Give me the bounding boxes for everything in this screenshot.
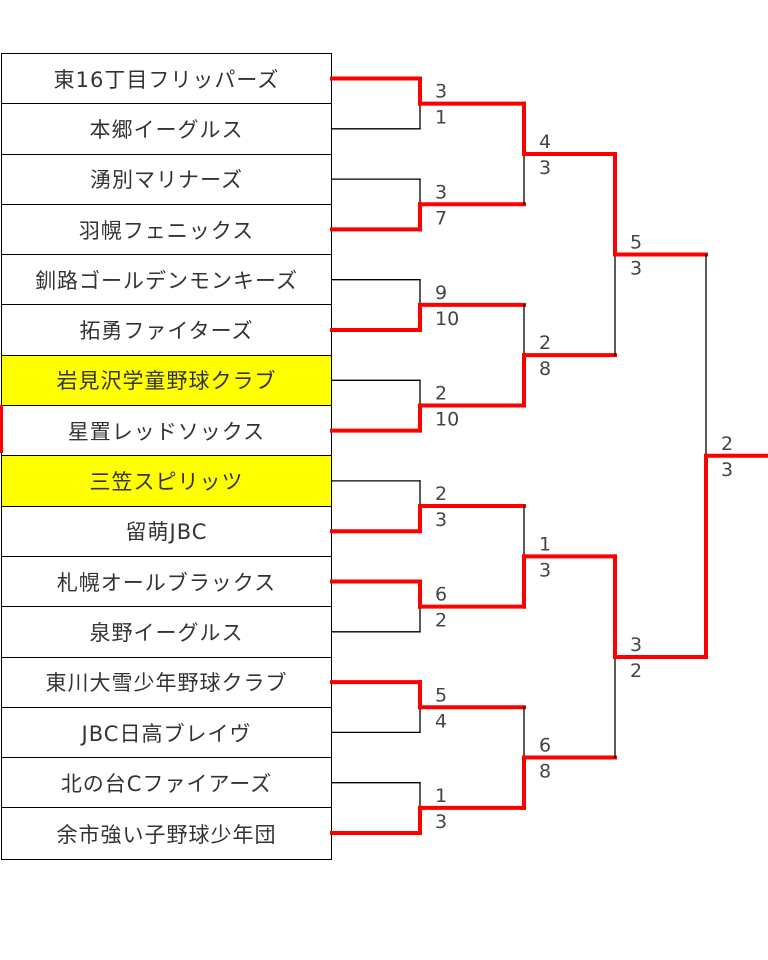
score-label: 2 [721, 433, 733, 455]
score-label: 1 [435, 785, 447, 807]
score-label: 3 [539, 559, 551, 581]
team-row: 札幌オールブラックス [2, 557, 331, 608]
score-label: 1 [539, 533, 551, 555]
team-row: 泉野イーグルス [2, 607, 331, 658]
score-label: 9 [435, 282, 447, 304]
team-row: 本郷イーグルス [2, 104, 331, 155]
score-label: 3 [435, 181, 447, 203]
team-row: 釧路ゴールデンモンキーズ [2, 255, 331, 306]
team-row: JBC日高ブレイヴ [2, 708, 331, 759]
score-label: 10 [435, 408, 459, 430]
score-label: 5 [630, 232, 642, 254]
score-label: 2 [435, 483, 447, 505]
team-row: 三笠スピリッツ [2, 456, 331, 507]
team-row: 羽幌フェニックス [2, 205, 331, 256]
team-row: 北の台Cファイアーズ [2, 758, 331, 809]
score-label: 3 [539, 157, 551, 179]
score-label: 4 [435, 710, 447, 732]
team-row: 星置レッドソックス [2, 406, 331, 457]
score-label: 6 [435, 584, 447, 606]
score-label: 3 [721, 459, 733, 481]
score-label: 7 [435, 207, 447, 229]
score-label: 1 [435, 107, 447, 129]
score-label: 8 [539, 358, 551, 380]
score-label: 3 [630, 634, 642, 656]
score-label: 2 [539, 332, 551, 354]
score-label: 3 [435, 509, 447, 531]
team-row: 留萌JBC [2, 507, 331, 557]
team-list: 東16丁目フリッパーズ本郷イーグルス湧別マリナーズ羽幌フェニックス釧路ゴールデン… [1, 53, 332, 860]
score-label: 3 [630, 258, 642, 280]
team-row: 余市強い子野球少年団 [56, 822, 277, 847]
score-label: 4 [539, 131, 551, 153]
team-row: 東川大雪少年野球クラブ [2, 658, 331, 708]
team-row: 岩見沢学童野球クラブ [2, 355, 331, 407]
score-label: 2 [435, 610, 447, 632]
team-row: 東16丁目フリッパーズ [2, 54, 331, 105]
score-label: 10 [435, 308, 459, 330]
edge-marker [0, 405, 3, 453]
team-row: 拓勇ファイターズ [2, 305, 331, 356]
score-label: 2 [435, 382, 447, 404]
team-row: 湧別マリナーズ [2, 155, 331, 205]
score-label: 3 [435, 811, 447, 833]
score-label: 5 [435, 684, 447, 706]
score-label: 8 [539, 761, 551, 783]
score-label: 2 [630, 660, 642, 682]
score-label: 6 [539, 735, 551, 757]
score-label: 3 [435, 81, 447, 103]
